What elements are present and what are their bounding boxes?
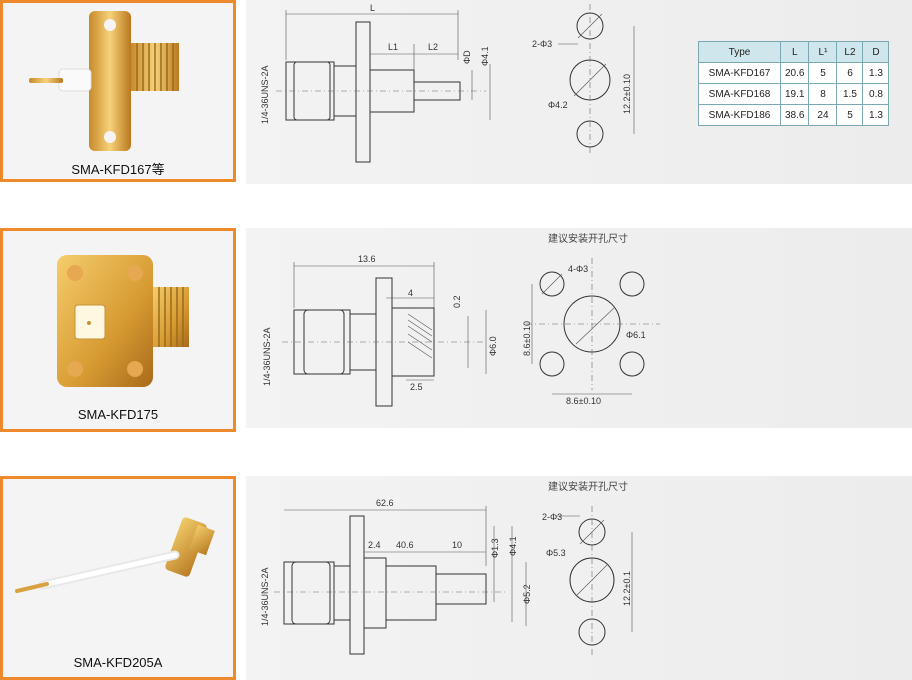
product-name: SMA-KFD175 <box>77 407 159 422</box>
technical-drawing-kfd167: L L1 L2 ΦD Φ4.1 1/4-36UNS-2A 2-Φ3 Φ4.2 1… <box>260 3 635 163</box>
dim-len: 62.6 <box>376 498 394 508</box>
drawing-panel-kfd167: L L1 L2 ΦD Φ4.1 1/4-36UNS-2A 2-Φ3 Φ4.2 1… <box>246 0 912 184</box>
technical-drawing-kfd175: 13.6 4 0.2 Φ6.0 2.5 1/4-36UNS-2A 建议安装开孔尺… <box>262 232 660 407</box>
hole-title: 建议安装开孔尺寸 <box>548 232 628 245</box>
cell-L: 19.1 <box>779 83 810 105</box>
cell-L2: 1.5 <box>836 83 864 105</box>
cell-L1: 8 <box>808 83 838 105</box>
product-photo-kfd175 <box>57 255 189 387</box>
thread-spec: 1/4-36UNS-2A <box>262 327 272 386</box>
table-row: SMA-KFD168 19.1 8 1.5 0.8 <box>698 83 890 105</box>
product-card-kfd167: SMA-KFD167等 <box>0 0 236 182</box>
dim-pitch: 12.2±0.10 <box>622 74 632 114</box>
cell-D: 0.8 <box>862 83 890 105</box>
table-row: SMA-KFD167 20.6 5 6 1.3 <box>698 62 890 84</box>
cell-L2: 6 <box>836 62 864 84</box>
cell-type: SMA-KFD186 <box>698 104 781 126</box>
dim-L2: L2 <box>428 42 438 52</box>
cell-type: SMA-KFD167 <box>698 62 781 84</box>
dim-d60: Φ6.0 <box>488 336 498 356</box>
product-name: SMA-KFD167等 <box>71 162 165 177</box>
product-name: SMA-KFD205A <box>73 655 163 670</box>
product-card-kfd175: SMA-KFD175 <box>0 228 236 432</box>
col-D: D <box>862 41 890 63</box>
drawing-panel-kfd175: 13.6 4 0.2 Φ6.0 2.5 1/4-36UNS-2A 建议安装开孔尺… <box>246 228 912 428</box>
dim-d24: 2.4 <box>368 540 381 550</box>
product-photo-kfd205a <box>15 517 215 593</box>
cell-type: SMA-KFD168 <box>698 83 781 105</box>
dim-len: 13.6 <box>358 254 376 264</box>
drawing-panel-kfd205a: 62.6 2.4 40.6 10 Φ1.3 Φ4.1 Φ5.2 1/4-36UN… <box>246 476 912 680</box>
cell-L: 38.6 <box>779 104 810 126</box>
dim-holes: 2-Φ3 <box>542 512 562 522</box>
dim-pitch: 12.2±0.1 <box>622 571 632 606</box>
cell-D: 1.3 <box>862 104 890 126</box>
spec-table: Type L L¹ L2 D SMA-KFD167 20.6 5 6 1.3 S… <box>698 41 890 126</box>
dim-pitch-h: 8.6±0.10 <box>566 396 601 406</box>
dim-d10: 10 <box>452 540 462 550</box>
dim-d52: Φ5.2 <box>522 584 532 604</box>
dim-d53: Φ5.3 <box>546 548 566 558</box>
dim-D: ΦD <box>462 50 472 64</box>
cell-L1: 24 <box>808 104 838 126</box>
dim-d406: 40.6 <box>396 540 414 550</box>
product-photo-kfd167 <box>29 11 179 151</box>
table-row: SMA-KFD186 38.6 24 5 1.3 <box>698 104 890 126</box>
dim-holes: 4-Φ3 <box>568 264 588 274</box>
col-L2: L2 <box>836 41 864 63</box>
dim-d61: Φ6.1 <box>626 330 646 340</box>
thread-spec: 1/4-36UNS-2A <box>260 65 270 124</box>
hole-title: 建议安装开孔尺寸 <box>548 480 628 493</box>
dim-d13: Φ1.3 <box>490 538 500 558</box>
dim-pitch-v: 8.6±0.10 <box>522 321 532 356</box>
col-L1: L¹ <box>808 41 838 63</box>
col-type: Type <box>698 41 781 63</box>
col-L: L <box>779 41 810 63</box>
cell-L: 20.6 <box>779 62 810 84</box>
dim-d42: Φ4.2 <box>548 100 568 110</box>
thread-spec: 1/4-36UNS-2A <box>260 567 270 626</box>
cell-L1: 5 <box>808 62 838 84</box>
product-card-kfd205a: SMA-KFD205A <box>0 476 236 680</box>
technical-drawing-kfd205a: 62.6 2.4 40.6 10 Φ1.3 Φ4.1 Φ5.2 1/4-36UN… <box>260 480 633 656</box>
dim-d41: Φ4.1 <box>508 536 518 556</box>
cell-D: 1.3 <box>862 62 890 84</box>
dim-four: 4 <box>408 288 413 298</box>
dim-d02: 0.2 <box>452 295 462 308</box>
dim-L1: L1 <box>388 42 398 52</box>
dim-holes: 2-Φ3 <box>532 39 552 49</box>
spec-table-header: Type L L¹ L2 D <box>698 41 890 63</box>
dim-L: L <box>370 3 375 13</box>
cell-L2: 5 <box>836 104 864 126</box>
dim-d41: Φ4.1 <box>480 46 490 66</box>
dim-d25: 2.5 <box>410 382 423 392</box>
